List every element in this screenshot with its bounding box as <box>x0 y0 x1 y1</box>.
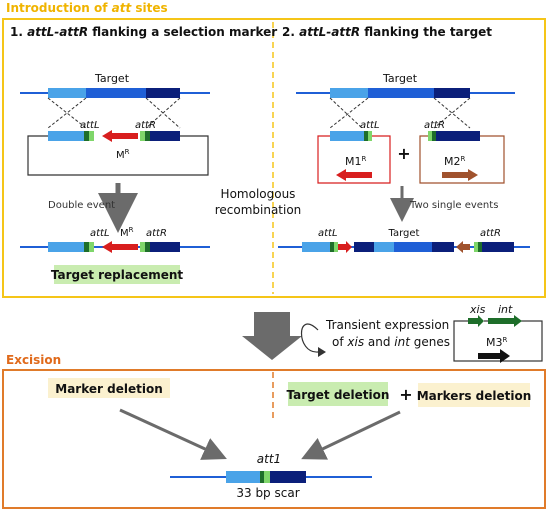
expression-line1: Transient expression <box>325 318 449 332</box>
panel2-chromosome <box>296 88 515 98</box>
xis-gene-arrow <box>468 315 484 327</box>
panel2-m1-label: M1R <box>345 155 367 168</box>
panel1-result-marker: MR <box>120 226 134 239</box>
panel2-plus: + <box>397 144 410 163</box>
panel1-result-attR: attR <box>146 228 167 239</box>
panel2-target-label: Target <box>382 72 418 85</box>
section-introduction-title: Introduction of att sites <box>6 1 168 15</box>
panel2-event-label: Two single events <box>409 200 498 211</box>
panel2-m2-label: M2R <box>444 155 466 168</box>
m3-label: M3R <box>486 336 508 349</box>
panel1-plasmid <box>27 130 209 176</box>
plasmid-int-label: int <box>498 303 513 316</box>
att1-label: att1 <box>257 452 281 466</box>
panel2-crossover-lines <box>329 97 471 129</box>
panel1-crossover-lines <box>47 97 181 129</box>
panel2-result-attR: attR <box>480 228 501 239</box>
panel1-attL-label: attL <box>80 120 100 131</box>
panel1-marker-label: MR <box>116 148 130 161</box>
target-deletion-box <box>288 382 388 406</box>
plasmid-xis-label: xis <box>469 303 486 316</box>
circular-arrow-head <box>318 347 326 357</box>
target-replacement-label: Target replacement <box>51 268 184 282</box>
m3-marker-arrow <box>478 349 510 363</box>
panel1-event-label: Double event <box>48 200 115 211</box>
panel2-result-chromosome <box>278 241 530 253</box>
panel2-plasmid-1 <box>317 131 391 184</box>
markers-deletion-label: Markers deletion <box>417 389 532 403</box>
scar-chromosome <box>170 471 372 483</box>
introduction-frame <box>2 18 546 298</box>
int-gene-arrow <box>488 315 522 327</box>
panel2-result-attL: attL <box>318 228 338 239</box>
panel1-result-attL: attL <box>90 228 110 239</box>
panel1-target-label: Target <box>94 72 130 85</box>
target-replacement-box <box>54 265 180 284</box>
panel2-heading: 2. attL-attR flanking the target <box>282 25 492 39</box>
panel2-attR-label: attR <box>424 120 445 131</box>
expression-plasmid <box>453 315 543 363</box>
big-down-arrow <box>242 312 302 360</box>
excision-frame <box>2 369 546 509</box>
expression-line2: of xis and int genes <box>332 335 450 349</box>
scar-label: 33 bp scar <box>236 486 299 500</box>
panel2-plasmid-2 <box>419 131 505 184</box>
marker-deletion-label: Marker deletion <box>55 382 162 396</box>
excision-plus: + <box>399 385 412 404</box>
homologous-recombination-line2: recombination <box>215 203 302 217</box>
markers-deletion-box <box>418 383 530 407</box>
target-deletion-label: Target deletion <box>287 388 390 402</box>
homologous-recombination-line1: Homologous <box>221 187 296 201</box>
marker-deletion-box <box>48 378 170 398</box>
panel1-heading: 1. attL-attR flanking a selection marker <box>10 25 277 39</box>
section-excision-title: Excision <box>6 353 61 367</box>
circular-arrow <box>300 323 319 353</box>
panel2-result-target: Target <box>388 228 420 239</box>
panel2-attL-label: attL <box>360 120 380 131</box>
panel1-chromosome <box>20 88 210 98</box>
panel1-attR-label: attR <box>135 120 156 131</box>
panel1-result-chromosome <box>20 241 210 253</box>
panel1-marker-arrow <box>102 130 138 142</box>
arrow-target-deletion <box>301 410 401 460</box>
arrow-marker-deletion <box>119 408 227 460</box>
